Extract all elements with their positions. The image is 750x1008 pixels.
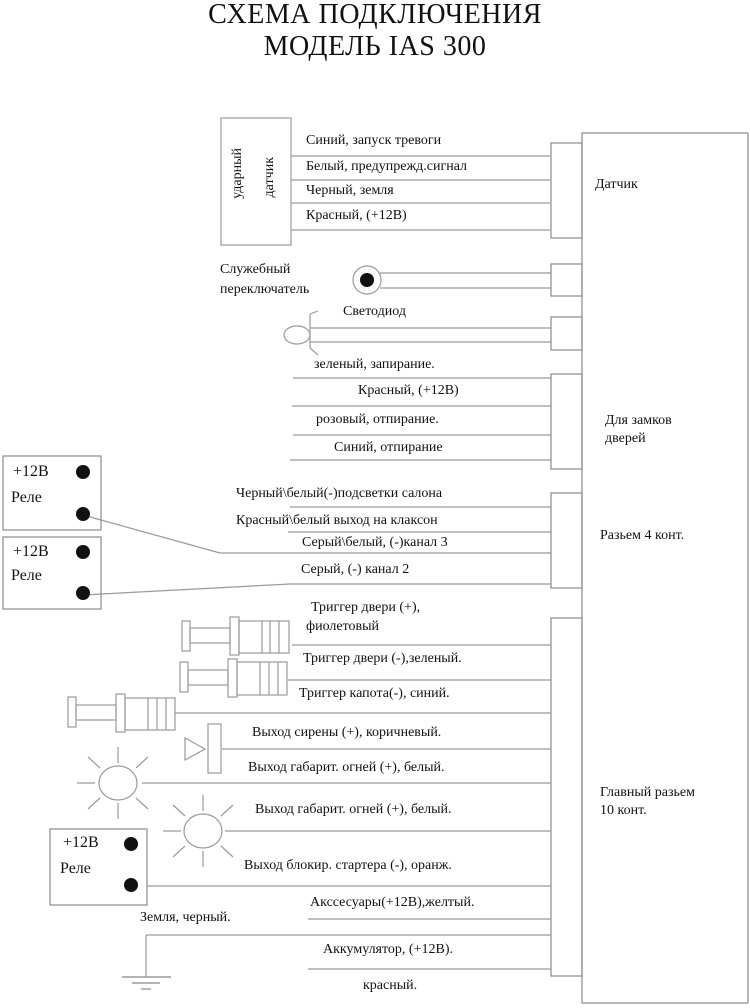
service-switch-connector [550,263,583,297]
relay-3-terminal-bottom [124,878,138,892]
diagram-title-line2: МОДЕЛЬ IAS 300 [263,31,487,62]
relay-box-2 [2,536,102,610]
relay-3-label: Реле [60,860,91,877]
sensor-wire-label: Синий, запуск тревоги [306,133,442,148]
service-switch-label-1: Служебный [220,262,291,277]
main-wire-label: Аккумулятор, (+12В). [323,942,453,957]
relay-2-voltage: +12В [13,543,49,560]
main-wire-label: Триггер двери (+), [311,600,421,615]
main-wire-label: Триггер двери (-),зеленый. [303,651,462,666]
main-connector-block [550,617,583,977]
main-wire-label: Выход блокир. стартера (-), оранж. [244,858,452,873]
relay-1-terminal-bottom [76,507,90,521]
relay-2-terminal-bottom [76,586,90,600]
connector-4pin-wire-label: Серый, (-) канал 2 [301,562,410,577]
sensor-connector-label: Датчик [595,177,638,192]
shock-sensor-label-1: ударный [230,148,245,199]
relay-box-3 [49,828,148,906]
door-lock-connector-label-2: дверей [605,431,646,446]
door-lock-connector [550,373,583,470]
sensor-wire-label: Черный, земля [306,183,394,198]
main-wire-label: Триггер капота(-), синий. [299,686,450,701]
connector-4pin-label: Разьем 4 конт. [600,528,685,543]
sensor-wire-label: Белый, предупрежд.сигнал [306,159,468,174]
led-icon [283,325,311,345]
lamp-icon-2 [163,795,234,867]
main-wire-label: Выход габарит. огней (+), белый. [255,802,452,817]
door-lock-wire-label: розовый, отпирание. [316,412,439,427]
relay-box-1 [2,455,102,531]
door-trigger-switch-icon-1 [181,616,290,656]
service-switch-label-2: переключатель [220,282,310,297]
door-trigger-switch-icon-2 [179,658,288,698]
relay-2-label: Реле [11,567,42,584]
sensor-connector-block [550,142,583,239]
relay-3-terminal-top [124,837,138,851]
main-wire-label: Выход габарит. огней (+), белый. [248,760,445,775]
relay-2-terminal-top [76,545,90,559]
hood-trigger-switch-icon [67,693,176,733]
main-wire-label: фиолетовый [306,619,380,634]
main-wire-label: Акссесуары(+12В),желтый. [310,895,475,910]
main-wire-label: Выход сирены (+), коричневый. [252,725,442,740]
alarm-unit-box [581,132,749,1004]
connector-4pin-wire-label: Черный\белый(-)подсветки салона [236,486,443,501]
shock-sensor-box [220,117,292,246]
relay-3-voltage: +12В [63,834,99,851]
relay-1-label: Реле [11,489,42,506]
ground-label: Земля, черный. [140,910,231,925]
diagram-title-line1: СХЕМА ПОДКЛЮЧЕНИЯ [208,0,542,30]
service-switch-dot [360,273,374,287]
door-lock-wire-label: Красный, (+12В) [358,383,459,398]
led-label: Светодиод [343,304,406,319]
connector-4pin-block [550,492,583,589]
led-connector [550,316,583,351]
main-wire-label: красный. [363,978,418,993]
main-connector-label-2: 10 конт. [600,803,647,818]
connector-4pin-wire-label: Красный\белый выход на клаксон [236,513,438,528]
door-lock-connector-label-1: Для замков [605,413,672,428]
connector-4pin-wire-label: Серый\белый, (-)канал 3 [302,535,448,550]
relay-1-terminal-top [76,465,90,479]
relay-1-voltage: +12В [13,463,49,480]
siren-icon [184,723,222,774]
service-switch-icon [352,265,382,295]
main-connector-label-1: Главный разьем [600,785,695,800]
shock-sensor-label-2: датчик [262,157,277,198]
door-lock-wire-label: зеленый, запирание. [314,357,435,372]
door-lock-wire-label: Синий, отпирание [334,440,443,455]
sensor-wire-label: Красный, (+12В) [306,208,407,223]
lamp-icon-1 [77,747,149,819]
